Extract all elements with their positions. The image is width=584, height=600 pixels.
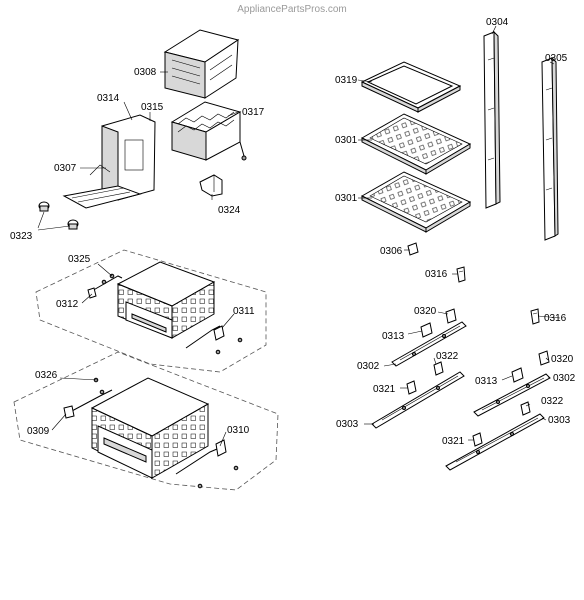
label-0308: 0308 [134,67,157,78]
label-0302a: 0302 [357,361,380,372]
slide-rail-part-0303a[interactable] [371,371,465,429]
label-0302b: 0302 [553,373,576,384]
drawer-slide-part-0311[interactable] [185,325,243,355]
clip-part-0321b[interactable] [472,432,483,447]
clip-part-0322a[interactable] [433,361,444,376]
label-0317: 0317 [242,107,265,118]
label-0306: 0306 [380,246,403,257]
clip-part-0321a[interactable] [406,380,417,395]
label-0307: 0307 [54,163,77,174]
ice-maker-part[interactable] [170,101,247,161]
stop-part-0316b[interactable] [530,308,540,325]
clip-part-0313b[interactable] [511,367,524,383]
slide-rail-part-0303b[interactable] [445,413,545,471]
clip-part-0324[interactable] [199,174,223,197]
upper-drawer-assembly-outline [35,249,267,373]
label-0314: 0314 [97,93,120,104]
foot-part-0323a[interactable] [38,201,50,212]
label-0322a: 0322 [436,351,459,362]
lower-drawer-part[interactable] [90,377,210,479]
ice-bucket-part[interactable] [163,29,240,99]
leader-lines [37,25,561,447]
foot-part-0323b[interactable] [67,219,79,230]
clip-part-0313a[interactable] [420,322,433,338]
label-0325: 0325 [68,254,91,265]
label-0326: 0326 [35,370,58,381]
label-0313a: 0313 [382,331,405,342]
label-0319: 0319 [335,75,358,86]
label-0324: 0324 [218,205,241,216]
stop-part-0320a[interactable] [445,308,457,324]
label-0309: 0309 [27,426,50,437]
label-0310: 0310 [227,425,250,436]
label-0304: 0304 [486,17,509,28]
shelf-part-0301a[interactable] [360,113,472,175]
label-0315: 0315 [141,102,164,113]
label-0321a: 0321 [373,384,396,395]
drawer-slide-part-0312[interactable] [87,273,123,299]
label-0320b: 0320 [551,354,574,365]
label-0311: 0311 [233,306,255,317]
label-0301b: 0301 [335,193,358,204]
label-0312: 0312 [56,299,79,310]
clip-part-0306[interactable] [407,242,419,256]
icemaker-bracket-part[interactable] [62,114,156,209]
label-0303a: 0303 [336,419,359,430]
shelf-part-0319[interactable] [360,61,462,113]
shelf-part-0301b[interactable] [360,171,472,233]
lower-drawer-assembly-outline [13,351,279,491]
label-0321b: 0321 [442,436,465,447]
shelf-rail-part-0305[interactable] [541,56,559,241]
label-0313b: 0313 [475,376,498,387]
slide-rail-part-0302a[interactable] [391,321,467,367]
part-labels: 0308 0314 0315 0317 0307 0324 0323 0304 … [10,17,576,447]
label-0301a: 0301 [335,135,358,146]
label-0316a: 0316 [425,269,448,280]
stop-part-0320b[interactable] [538,350,550,366]
label-0316b: 0316 [544,313,567,324]
label-0322b: 0322 [541,396,564,407]
upper-drawer-part[interactable] [116,261,216,339]
watermark-text: AppliancePartsPros.com [237,4,347,15]
label-0323: 0323 [10,231,33,242]
drawer-slide-part-0310[interactable] [175,439,239,489]
label-0303b: 0303 [548,415,571,426]
label-0320a: 0320 [414,306,437,317]
shelf-rail-part-0304[interactable] [483,30,501,209]
clip-part-0322b[interactable] [520,401,531,416]
stop-part-0316a[interactable] [456,266,466,283]
label-0305: 0305 [545,53,568,64]
